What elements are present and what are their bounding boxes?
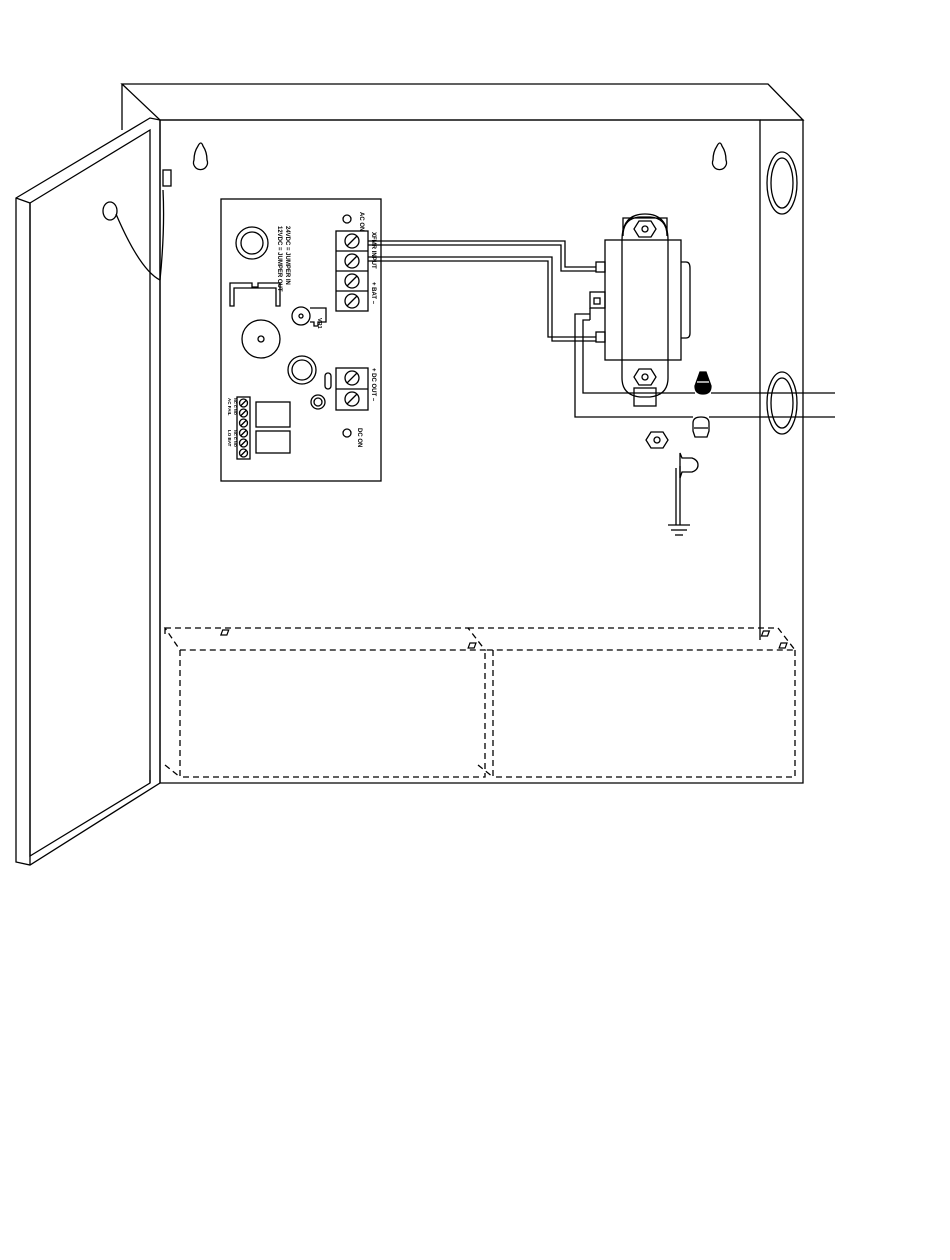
door-outer — [16, 118, 160, 865]
vr1-potentiometer — [292, 307, 310, 325]
battery-left-front — [180, 650, 485, 777]
door-ground-wire — [116, 214, 160, 280]
capacitor-large-center — [258, 336, 264, 342]
xfmr-input-label: XFMR INPUT — [370, 232, 376, 269]
terminal-screw — [345, 254, 359, 268]
wire-xfmr-input-lower — [368, 261, 596, 337]
ground-nut — [646, 432, 668, 448]
batteries — [165, 628, 795, 777]
door-hinge — [163, 170, 171, 186]
vr1-label: VR1 — [316, 318, 322, 329]
terminal-screw — [345, 371, 359, 385]
relay-terminal-screw — [240, 409, 248, 417]
transformer-terminal — [596, 332, 605, 342]
capacitor-large — [242, 320, 280, 358]
jumper-out-label: 12VDC = JUMPER OUT — [276, 226, 282, 292]
low-bat-contacts: NC C NO — [233, 430, 238, 447]
battery-terminal — [221, 630, 229, 635]
cabinet-back-panel — [160, 120, 760, 628]
battery-terminal — [762, 631, 770, 636]
polyfuse — [325, 373, 331, 389]
battery-terminal — [779, 643, 787, 648]
ac-on-label: AC ON — [358, 212, 364, 231]
ac-fail-label: AC FAIL — [227, 398, 232, 416]
cabinet — [122, 84, 803, 783]
wire-nut-white-icon — [693, 417, 709, 437]
cabinet-door — [16, 118, 171, 865]
relay-ac-fail — [256, 402, 290, 427]
transformer-coil-side — [681, 262, 690, 338]
relay-terminal-screw — [240, 439, 248, 447]
transformer-mount-bottom — [622, 360, 668, 397]
terminal-screw — [345, 274, 359, 288]
transformer — [590, 214, 690, 406]
transformer-terminal — [596, 262, 605, 272]
terminal-screw — [345, 392, 359, 406]
diode-ring-inner — [314, 398, 322, 406]
door-top-edge — [16, 198, 30, 203]
transformer-bottom-nut — [634, 369, 656, 385]
wire-xfmr-input-lower-2 — [368, 257, 596, 341]
transformer-core — [605, 240, 681, 360]
relay-low-bat — [256, 431, 290, 453]
wiring — [368, 241, 835, 535]
heatsink-bracket — [230, 283, 280, 306]
door-inner-edge — [30, 130, 150, 856]
battery-left-top — [165, 628, 485, 650]
relay-terminal-screw — [240, 429, 248, 437]
battery-terminals — [221, 630, 787, 648]
bat-label: + BAT – — [370, 282, 376, 305]
relay-terminal-screw — [240, 449, 248, 457]
low-bat-label: LO BAT — [227, 430, 232, 447]
vr1-potentiometer-center — [299, 314, 303, 318]
terminal-screw — [345, 294, 359, 308]
battery-left-edge-lower — [165, 765, 180, 777]
fuse-holder-inner — [241, 232, 263, 254]
capacitor-medium-inner — [292, 360, 312, 380]
cabinet-top-face — [122, 84, 803, 120]
wire-primary-upper — [583, 320, 695, 393]
keyhole-mount-right — [713, 143, 727, 170]
transformer-terminal-tab — [594, 298, 600, 304]
dc-out-label: + DC OUT – — [370, 368, 376, 402]
knockout-upper-inner — [771, 158, 793, 208]
dc-on-label: DC ON — [356, 428, 362, 447]
relay-terminal-screw — [240, 419, 248, 427]
ac-fail-contacts: NC C NO — [233, 398, 238, 415]
diode-ring-outer — [311, 395, 325, 409]
battery-right-top — [468, 628, 795, 650]
keyhole-mount-left — [194, 143, 208, 170]
terminal-screw — [345, 234, 359, 248]
battery-right-front — [493, 650, 795, 777]
wire-xfmr-input-upper-2 — [368, 245, 596, 271]
transformer-top-nut — [634, 221, 656, 237]
transformer-terminal-block — [590, 292, 605, 308]
dc-on-led — [343, 429, 351, 437]
power-supply-board: AC ON 12VDC = JUMPER OUT 24VDC = JUMPER … — [221, 199, 381, 481]
relay-terminal-screw — [240, 399, 248, 407]
ac-on-led — [343, 215, 351, 223]
wire-nut-black-icon — [695, 372, 711, 394]
jumper-in-label: 24VDC = JUMPER IN — [284, 226, 290, 285]
ground-lug — [680, 453, 698, 478]
knockout-lower-inner — [771, 378, 793, 428]
battery-terminal — [468, 643, 476, 648]
door-lock-icon — [103, 202, 117, 220]
